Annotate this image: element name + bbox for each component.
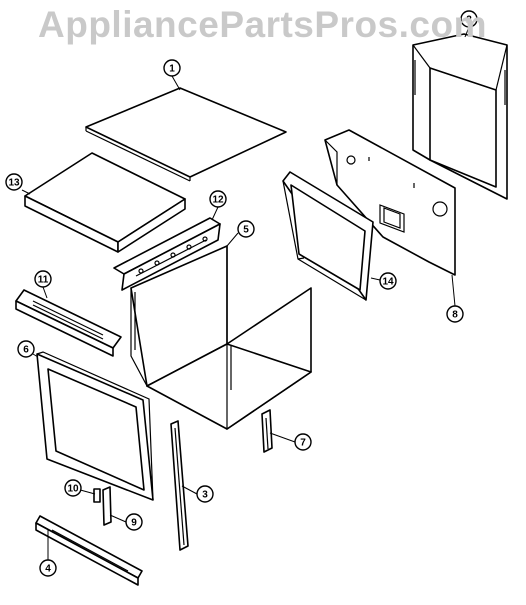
part-11-vent-trim [15,289,122,357]
part-12-upper-brace [113,217,221,291]
svg-text:9: 9 [131,518,137,529]
svg-text:10: 10 [67,484,79,495]
callout-3: 3 [196,485,214,503]
svg-text:3: 3 [202,490,208,501]
part-1-top-panel [85,87,287,182]
callout-4: 4 [39,559,57,577]
part-3-side-strip [170,420,189,551]
callout-8: 8 [446,305,464,323]
callout-9: 9 [125,513,143,531]
part-5-cabinet-body [130,245,312,430]
svg-text:2: 2 [466,15,472,26]
callout-1: 1 [163,59,181,77]
callout-13: 13 [5,173,23,191]
part-10-clip [93,488,101,503]
svg-text:4: 4 [45,564,51,575]
part-9-small-strip [102,486,112,526]
callout-11: 11 [34,270,52,288]
callout-5: 5 [237,220,255,238]
svg-text:14: 14 [382,277,394,288]
svg-text:7: 7 [300,438,306,449]
part-6-door-frame [36,351,154,501]
svg-text:8: 8 [452,310,458,321]
svg-text:12: 12 [212,195,224,206]
part-4-bottom-trim [35,515,143,586]
part-7-small-bracket [261,409,273,453]
callout-10: 10 [64,479,82,497]
part-2-rear-frame [412,33,508,200]
leader-lines [21,26,470,560]
callout-14: 14 [379,272,397,290]
svg-text:11: 11 [38,275,49,286]
svg-text:1: 1 [169,64,175,75]
callout-7: 7 [294,433,312,451]
callout-6: 6 [17,340,35,358]
part-13-cooktop-slab [24,152,186,253]
svg-text:6: 6 [23,345,29,356]
part-14-door-gasket [282,171,374,301]
svg-text:5: 5 [243,225,249,236]
callout-2: 2 [460,10,478,28]
watermark: AppliancePartsPros.com [38,4,487,45]
callout-12: 12 [209,190,227,208]
svg-text:13: 13 [8,178,20,189]
part-8-back-panel [324,129,456,276]
